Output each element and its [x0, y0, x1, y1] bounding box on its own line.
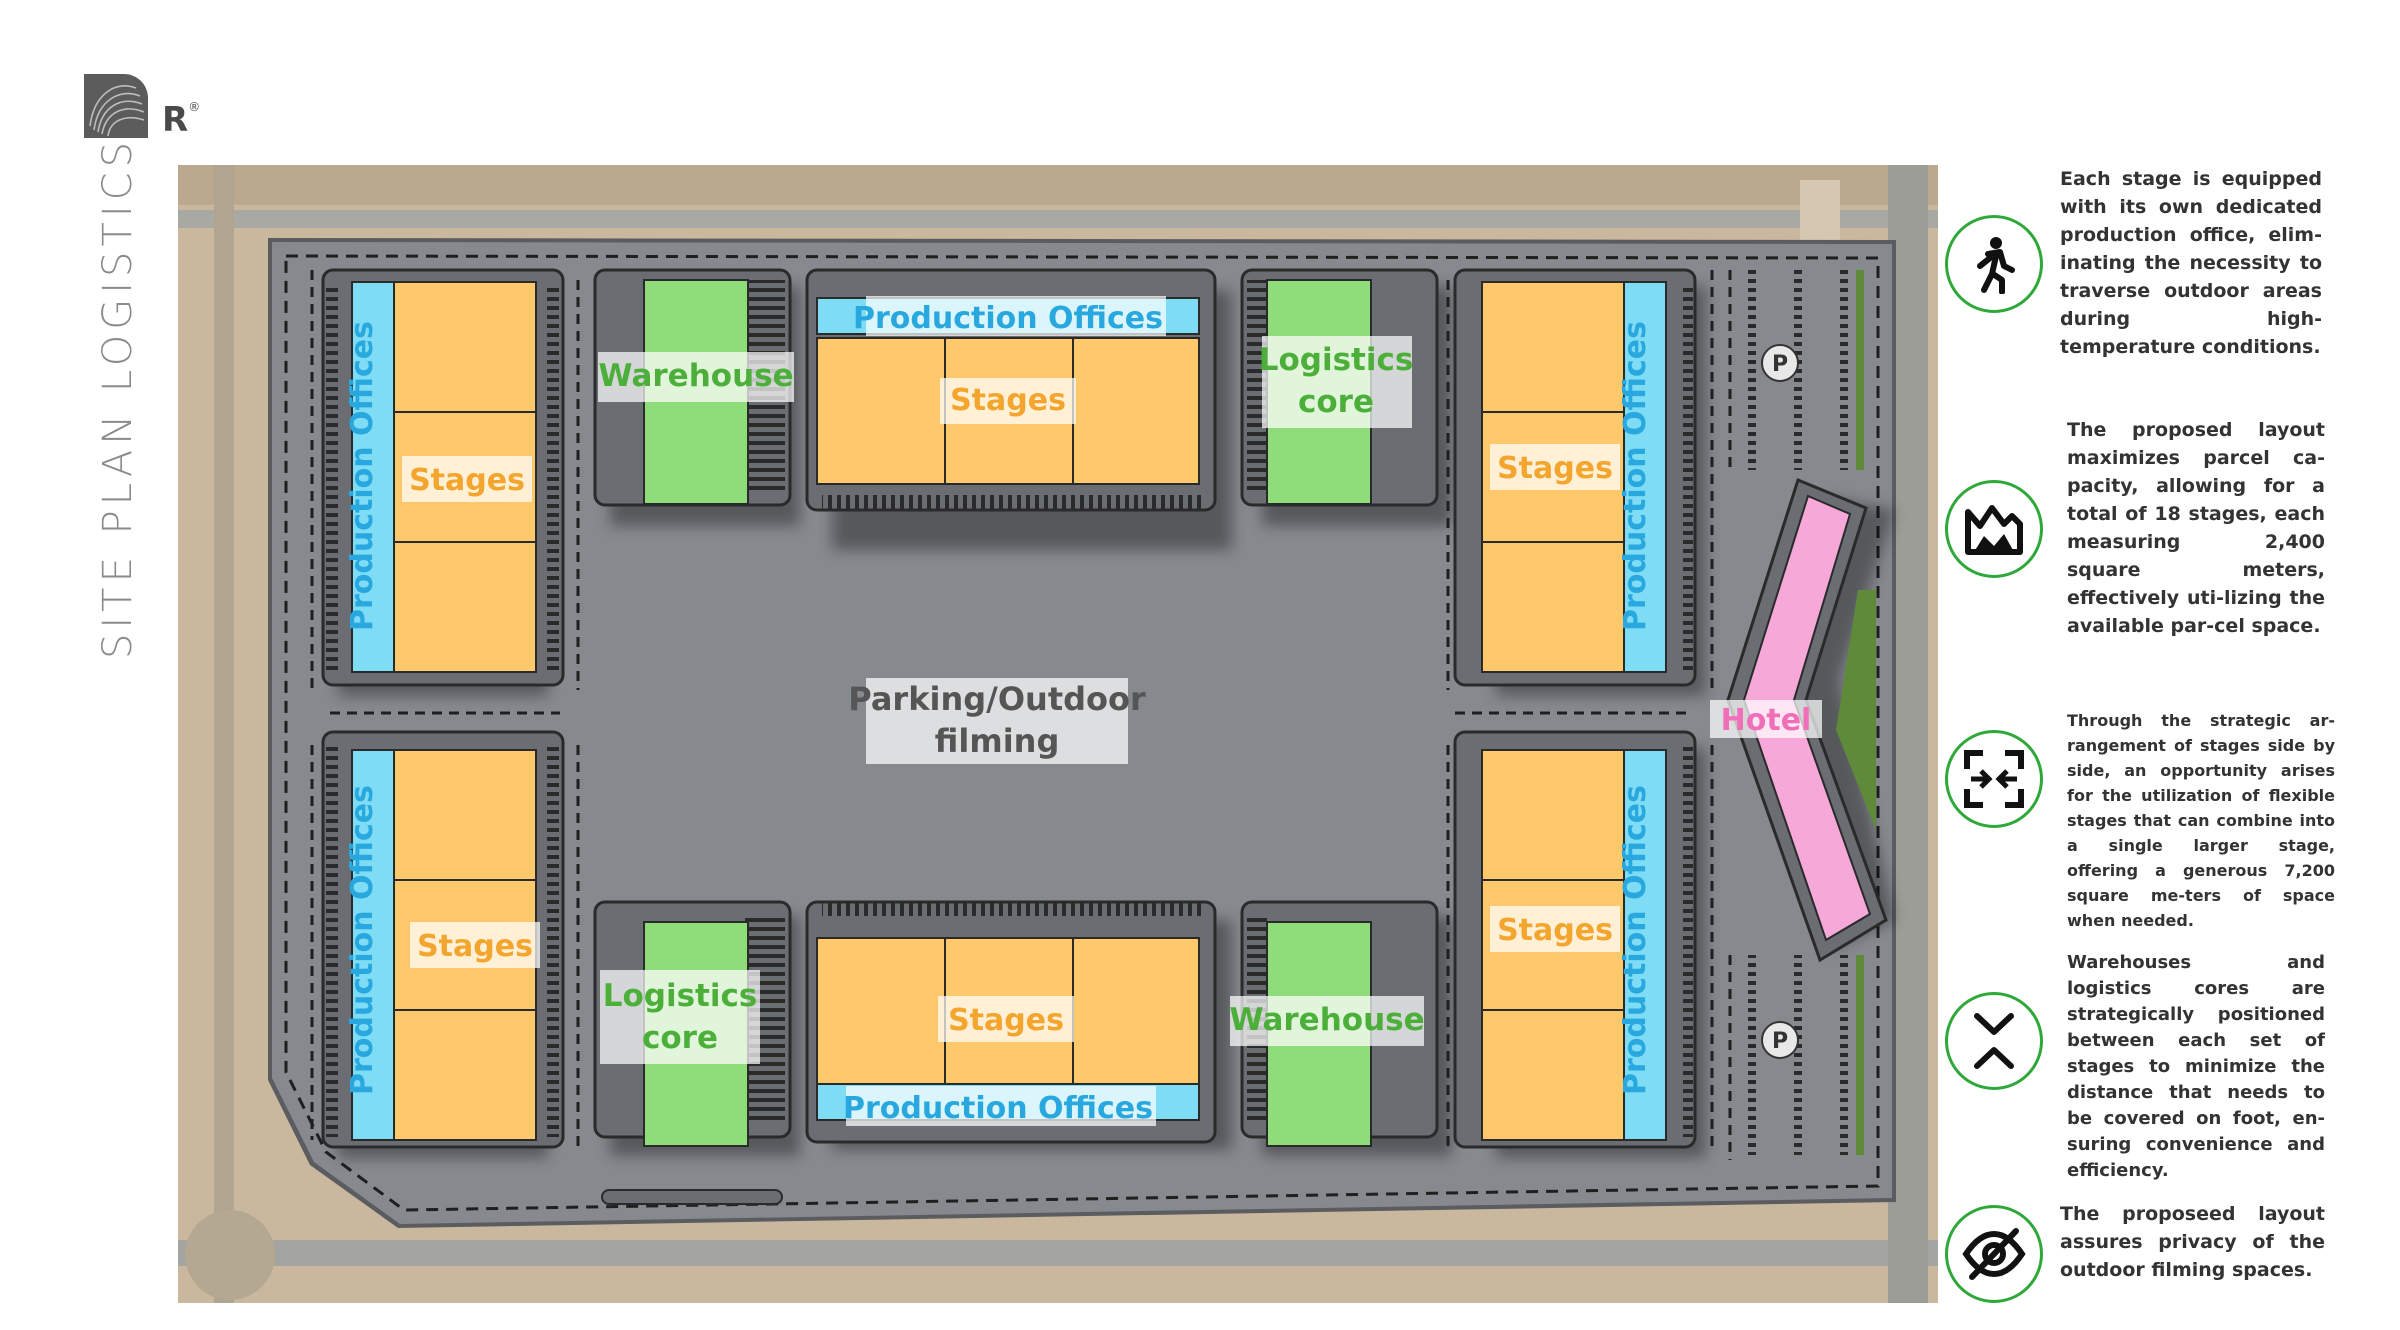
feature-text: Warehouses and logistics cores are strat… — [2067, 952, 2325, 1181]
feature-item: Warehouses and logistics cores are strat… — [1945, 952, 2365, 1181]
feature-item: Through the strategic ar-rangement of st… — [1945, 711, 2365, 930]
label-production-offices-top: Production Offices — [853, 301, 1163, 336]
label-logistics-core-s-l1: Logistics — [603, 978, 758, 1014]
green-strip — [1836, 590, 1876, 830]
parking-sign-letter: P — [1772, 1029, 1788, 1054]
label-stages-n: Stages — [950, 383, 1066, 418]
label-production-offices-nw: Production Offices — [345, 321, 380, 631]
label-parking-l2: filming — [935, 722, 1060, 760]
label-production-offices-ne: Production Offices — [1618, 321, 1653, 631]
label-logistics-core-s-l2: core — [642, 1020, 718, 1056]
right-parking-rows — [1748, 270, 1864, 1155]
label-stages-ne: Stages — [1497, 451, 1613, 486]
parking-sign-letter: P — [1772, 352, 1788, 377]
parking-sign-bottom: P — [1761, 1021, 1799, 1059]
label-hotel: Hotel — [1721, 703, 1812, 738]
label-parking-l1: Parking/Outdoor — [848, 680, 1146, 718]
feature-item: The proposed layout maximizes parcel ca-… — [1945, 419, 2365, 637]
eye-slash-icon — [1945, 1205, 2043, 1303]
label-warehouse-n: Warehouse — [598, 358, 793, 394]
label-production-offices-se: Production Offices — [1618, 785, 1653, 1095]
drive-lanes — [310, 270, 1732, 1160]
parking-stalls — [326, 280, 1693, 1137]
feature-text: The proposeed layout assures privacy of … — [2060, 1203, 2325, 1281]
feature-item: The proposeed layout assures privacy of … — [1945, 1203, 2365, 1325]
feature-text: Through the strategic ar-rangement of st… — [2067, 711, 2335, 930]
label-stages-nw: Stages — [409, 463, 525, 498]
island-bar — [601, 1189, 783, 1205]
registered-mark: ® — [188, 100, 201, 114]
label-logistics-core-n-l1: Logistics — [1259, 342, 1414, 378]
walking-person-icon — [1945, 215, 2043, 313]
label-stages-sw: Stages — [417, 929, 533, 964]
lot-dashed-border — [284, 254, 1880, 1212]
converge-chevrons-icon — [1945, 992, 2043, 1090]
feature-text: The proposed layout maximizes parcel ca-… — [2067, 419, 2325, 637]
feature-text: Each stage is equipped with its own dedi… — [2060, 168, 2322, 358]
label-production-offices-bottom: Production Offices — [843, 1091, 1153, 1126]
logo-icon — [84, 74, 148, 138]
feature-item: Each stage is equipped with its own dedi… — [1945, 168, 2365, 358]
parking-sign-top: P — [1761, 344, 1799, 382]
label-logistics-core-n-l2: core — [1298, 384, 1374, 420]
label-warehouse-s: Warehouse — [1229, 1002, 1424, 1038]
plan-labels: Production Offices Production Offices Pr… — [345, 301, 1811, 1126]
logo-wordmark: R® — [162, 100, 200, 140]
site-plan-map: P P Production Offices Production Office… — [178, 165, 1938, 1303]
label-production-offices-sw: Production Offices — [345, 785, 380, 1095]
label-stages-se: Stages — [1497, 913, 1613, 948]
logo-letter: R — [162, 100, 189, 140]
combine-arrows-icon — [1945, 730, 2043, 828]
label-stages-s: Stages — [948, 1003, 1064, 1038]
mountains-icon — [1945, 480, 2043, 578]
page-title: SITE PLAN LOGISTICS — [95, 136, 141, 660]
label-backgrounds — [402, 296, 1822, 1126]
